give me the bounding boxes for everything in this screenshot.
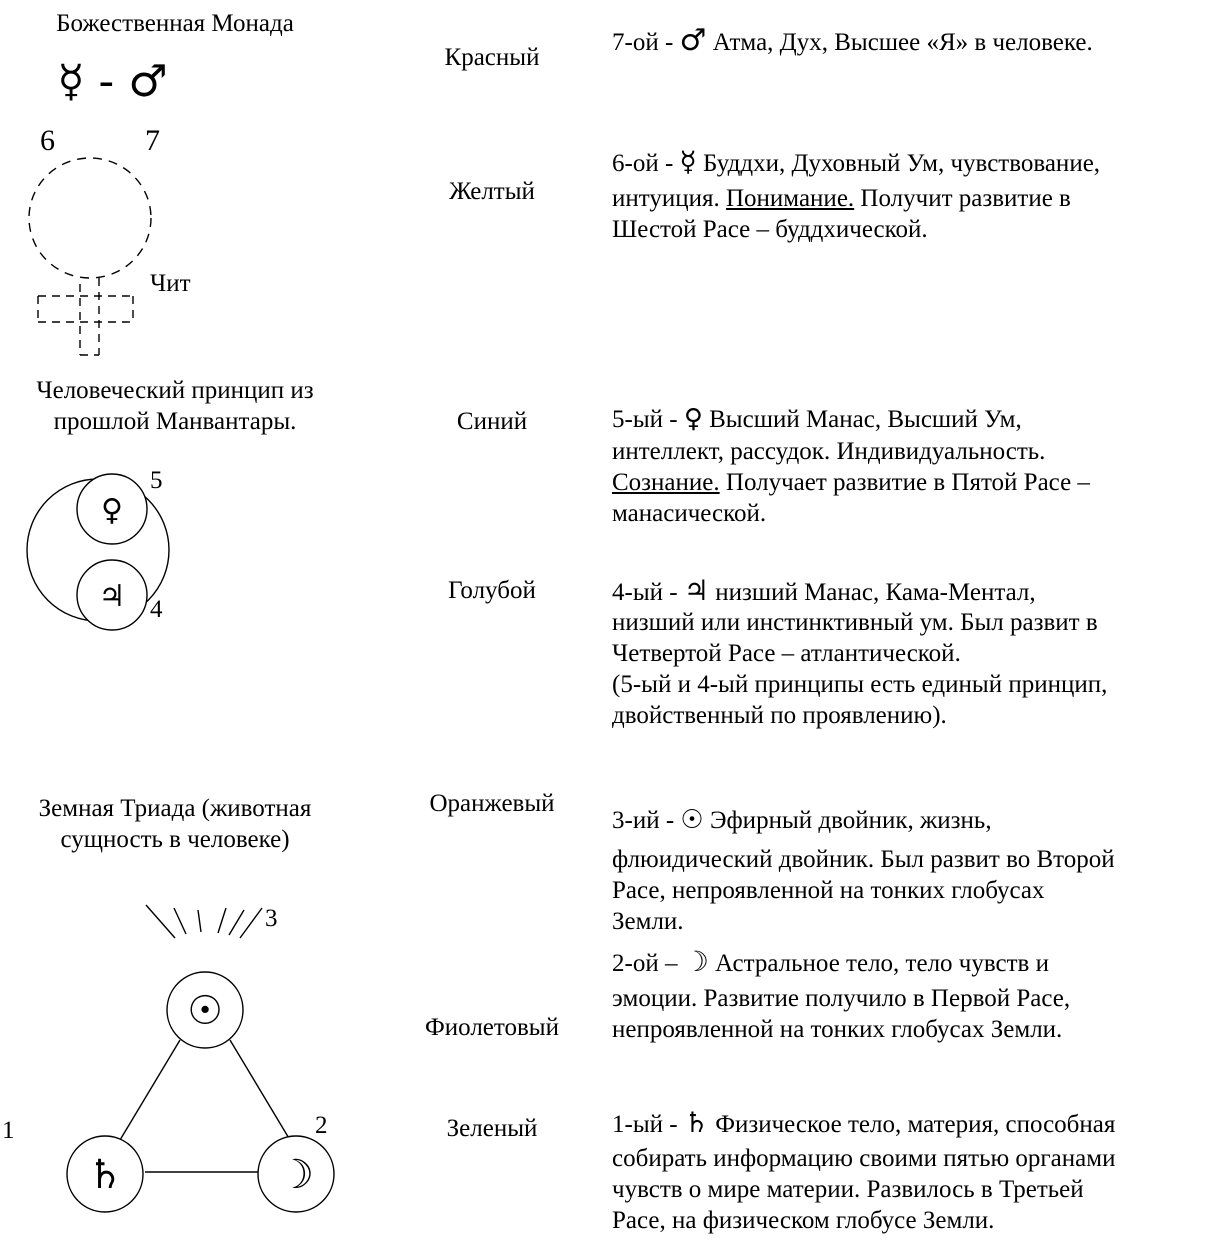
sun-icon: ☉ xyxy=(187,988,223,1034)
mercury-icon: ☿ xyxy=(679,145,697,178)
principle-4-line-2: низший или инстинктивный ум. Был развит … xyxy=(612,609,1098,636)
jupiter-icon: ♃ xyxy=(99,579,126,614)
color-light-blue: Голубой xyxy=(448,577,536,604)
earth-triad-title-1: Земная Триада (животная xyxy=(38,795,312,822)
principle-4-line-4: (5-ый и 4-ый принципы есть единый принци… xyxy=(612,671,1108,698)
human-principle-title-1: Человеческий принцип из xyxy=(36,377,314,404)
moon-icon: ☽ xyxy=(278,1152,314,1198)
principle-1-line-2: собирать информацию своими пятью органам… xyxy=(612,1145,1116,1172)
mars-icon: ♂ xyxy=(679,23,707,58)
manas-diagram: ♀ ♃ xyxy=(26,473,170,631)
moon-icon-text: ☽ xyxy=(683,945,709,978)
principle-number-5: 5 xyxy=(150,467,163,494)
mercury-dashed-diagram xyxy=(28,157,152,356)
principle-number-7: 7 xyxy=(145,124,160,157)
principle-5-line-1: 5-ый - ♀ Высший Манас, Высший Ум, xyxy=(612,404,1022,434)
principle-3-line-2: флюидический двойник. Был развит во Втор… xyxy=(612,846,1115,873)
color-green: Зеленый xyxy=(446,1115,538,1142)
principle-number-1: 1 xyxy=(2,1117,15,1144)
human-principle-title-2: прошлой Манвантары. xyxy=(53,408,297,435)
principle-number-3: 3 xyxy=(265,905,278,932)
earth-triad-title-2: сущность в человеке) xyxy=(60,826,290,853)
principle-number-6: 6 xyxy=(40,124,55,157)
color-blue: Синий xyxy=(456,408,528,435)
monad-title: Божественная Монада xyxy=(56,10,294,37)
principle-number-2: 2 xyxy=(315,1112,328,1139)
principle-1-line-3: чувств о мире материи. Развилось в Треть… xyxy=(612,1176,1084,1203)
principle-6-line-3: Шестой Расе – буддхической. xyxy=(612,216,928,243)
venus-icon-text: ♀ xyxy=(683,404,703,434)
principle-3-line-4: Земли. xyxy=(612,908,684,935)
principle-5-line-4: манасической. xyxy=(612,500,767,527)
principle-6-line-1: 6-ой - ☿ Буддхи, Духовный Ум, чувствован… xyxy=(612,145,1101,178)
monad-symbols: ☿ - ♂ xyxy=(57,56,168,107)
venus-icon: ♀ xyxy=(101,493,123,528)
principle-4-line-3: Четвертой Расе – атлантической. xyxy=(612,640,961,667)
principle-3-line-3: Расе, непроявленной на тонких глобусах xyxy=(612,877,1045,904)
color-red: Красный xyxy=(444,44,540,71)
color-violet: Фиолетовый xyxy=(425,1014,559,1041)
principle-1-line-4: Расе, на физическом глобусе Земли. xyxy=(612,1207,995,1234)
jupiter-icon-text: ♃ xyxy=(683,574,709,607)
color-orange: Оранжевый xyxy=(429,790,555,817)
color-yellow: Желтый xyxy=(449,178,535,205)
principle-4-line-5: двойственный по проявлению). xyxy=(612,702,947,729)
principle-1-line-1: 1-ый - ♄ Физическое тело, материя, спосо… xyxy=(612,1106,1116,1139)
principle-2-line-2: эмоции. Развитие получило в Первой Расе, xyxy=(612,985,1071,1012)
sun-icon-text: ☉ xyxy=(680,805,704,835)
principle-3-line-1: 3-ий - ☉ Эфирный двойник, жизнь, xyxy=(612,805,992,835)
principle-5-line-3: Сознание. Получает развитие в Пятой Расе… xyxy=(612,469,1090,496)
principle-4-line-1: 4-ый - ♃ низший Манас, Кама-Ментал, xyxy=(612,574,1036,607)
principle-6-line-2: интуиция. Понимание. Получит развитие в xyxy=(612,185,1071,212)
saturn-icon-text: ♄ xyxy=(683,1106,709,1139)
earth-triad-diagram: ☉ ♄ ☽ xyxy=(66,904,335,1213)
principle-number-4: 4 xyxy=(150,596,163,623)
principle-2-line-3: непроявленной на тонких глобусах Земли. xyxy=(612,1016,1063,1043)
principle-5-line-2: интеллект, рассудок. Индивидуальность. xyxy=(612,438,1046,465)
principle-2-line-1: 2-ой – ☽ Астральное тело, тело чувств и xyxy=(612,945,1049,978)
chit-label: Чит xyxy=(150,270,191,297)
principle-7-line-1: 7-ой - ♂ Атма, Дух, Высшее «Я» в человек… xyxy=(612,23,1093,58)
saturn-icon: ♄ xyxy=(87,1152,123,1198)
